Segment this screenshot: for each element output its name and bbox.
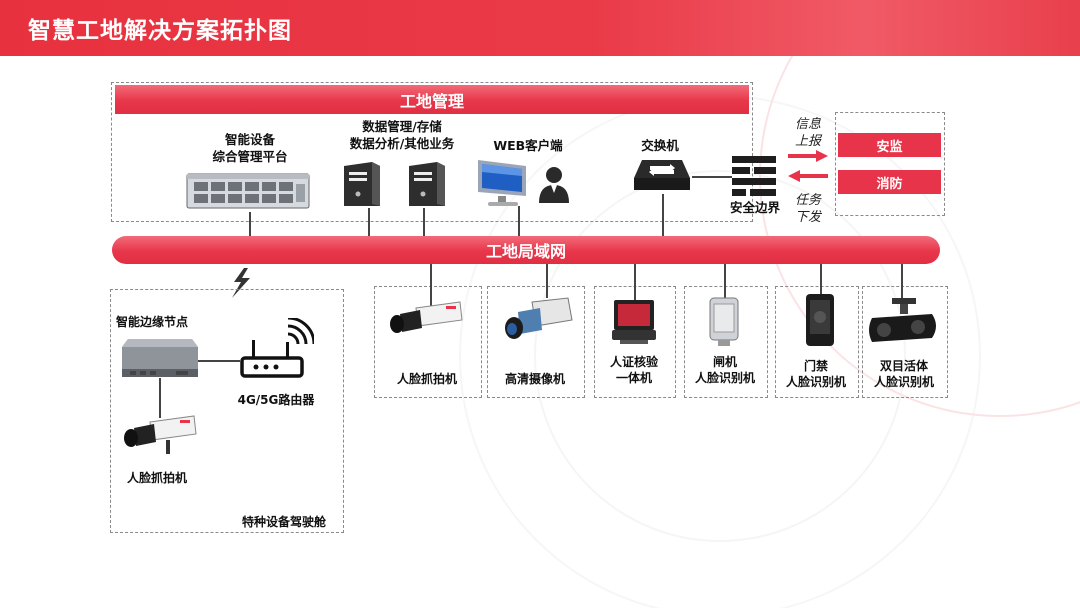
supervision-box: 安监	[838, 133, 941, 157]
lan-title: 工地局域网	[485, 242, 566, 261]
switch-lan-link	[662, 194, 664, 238]
face-capture-camera-icon	[124, 415, 197, 454]
device-box-binocular	[862, 286, 948, 398]
edge-node-label: 智能边缘节点	[116, 315, 189, 329]
face-capture-camera-icon	[390, 301, 463, 333]
data-management-label: 数据管理/存储 数据分析/其他业务	[349, 119, 455, 151]
pc2-lan-link	[423, 208, 425, 238]
device-link	[820, 264, 822, 294]
device-box-face-capture	[374, 286, 482, 398]
user-icon	[539, 167, 569, 203]
server-label: 智能设备 综合管理平台	[212, 132, 288, 164]
task-down-label: 任务 下发	[794, 193, 821, 225]
device-box-hd-camera	[487, 286, 585, 398]
site-management-title: 工地管理	[399, 91, 464, 111]
arrow-right-icon	[788, 150, 828, 162]
device-link	[634, 264, 636, 300]
header-banner	[0, 0, 1080, 56]
lightning-icon	[232, 268, 250, 298]
device-label: 闸机 人脸识别机	[694, 355, 755, 385]
access-control-terminal-icon	[806, 294, 834, 346]
id-verification-terminal-icon	[612, 300, 656, 344]
wifi-router-icon	[240, 318, 314, 378]
report-up-label: 信息 上报	[794, 117, 821, 149]
edge-router-link	[198, 360, 240, 362]
tower-pc-icon	[344, 162, 380, 206]
site-management-title-bar: 工地管理	[115, 85, 749, 114]
device-label: 人证核验 一体机	[609, 355, 658, 385]
device-label: 门禁 人脸识别机	[785, 359, 846, 389]
network-switch-icon	[634, 160, 690, 190]
external-agencies-box	[835, 112, 945, 216]
binocular-face-terminal-icon	[869, 298, 936, 342]
computer-monitor-icon	[478, 160, 526, 206]
router-label: 4G/5G路由器	[237, 393, 315, 407]
fire-box: 消防	[838, 170, 941, 194]
firewall-label: 安全边界	[729, 200, 780, 215]
page-title: 智慧工地解决方案拓扑图	[28, 18, 292, 44]
cabin-camera-label: 人脸抓拍机	[126, 471, 187, 485]
device-box-access-control	[775, 286, 859, 398]
firewall-icon	[732, 156, 776, 196]
device-link	[901, 264, 903, 298]
server-lan-link	[249, 212, 251, 238]
device-link	[546, 264, 548, 298]
cabin-box	[110, 289, 344, 533]
device-link	[724, 264, 726, 298]
device-box-gate	[684, 286, 768, 398]
edge-camera-link	[159, 378, 161, 418]
switch-label: 交换机	[641, 138, 679, 153]
lan-bar: 工地局域网	[112, 236, 940, 264]
cabin-title: 特种设备驾驶舱	[241, 515, 326, 529]
switch-firewall-link	[692, 176, 732, 178]
device-label: 双目活体 人脸识别机	[873, 359, 934, 389]
web-lan-link	[518, 206, 520, 238]
site-management-box	[111, 82, 753, 222]
pc1-lan-link	[368, 208, 370, 238]
tower-pc-icon	[409, 162, 445, 206]
hd-camera-icon	[505, 297, 573, 339]
web-client-label: WEB客户端	[493, 138, 563, 153]
gate-face-terminal-icon	[709, 297, 739, 346]
device-link	[430, 264, 432, 306]
rack-server-icon	[186, 173, 310, 209]
arrow-left-icon	[788, 170, 828, 182]
device-label: 人脸抓拍机	[396, 372, 457, 386]
edge-node-icon	[122, 339, 198, 377]
device-label: 高清摄像机	[504, 372, 565, 386]
